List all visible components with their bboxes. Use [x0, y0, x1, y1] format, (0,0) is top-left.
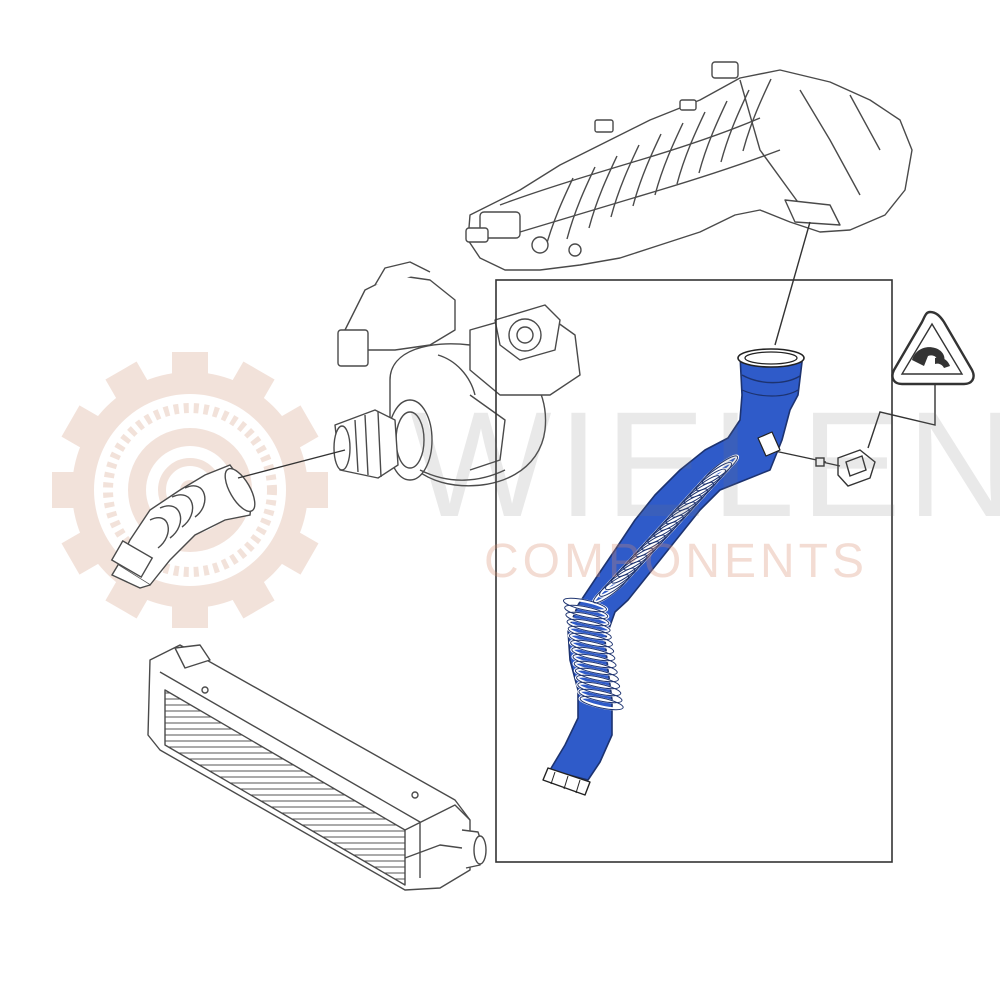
warning-triangle-icon [891, 310, 975, 386]
boost-pressure-sensor [815, 449, 876, 487]
intercooler [147, 644, 487, 891]
intake-manifold [465, 61, 913, 271]
turbo-inlet-hose [110, 464, 256, 589]
turbocharger [333, 261, 581, 487]
highlight-frame [495, 279, 893, 863]
charge-air-hose [542, 348, 805, 796]
